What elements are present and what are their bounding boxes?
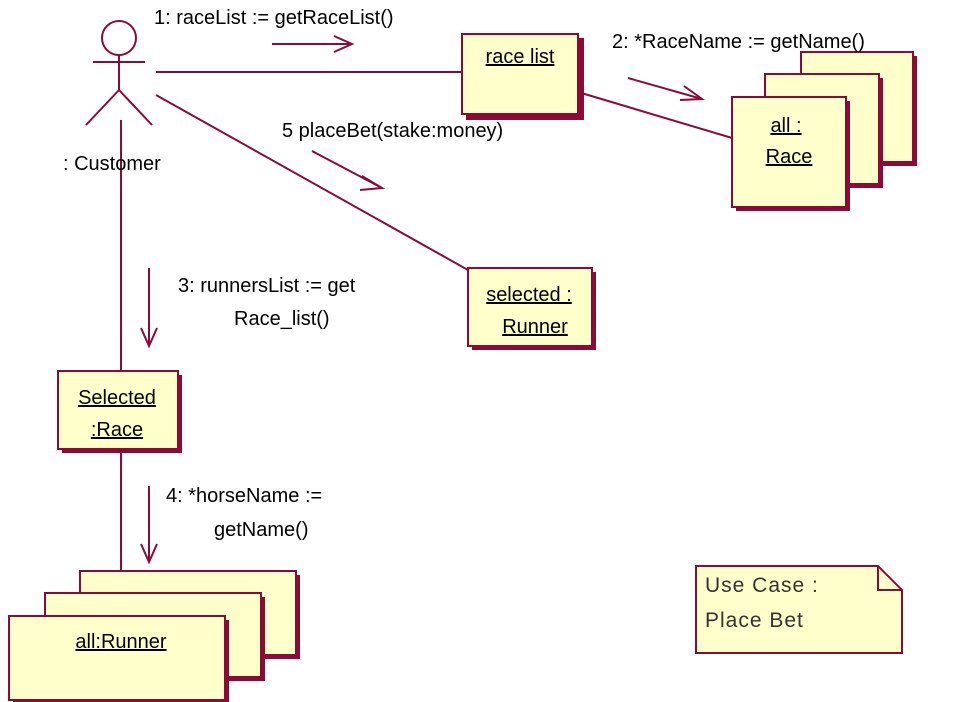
all-runner-multiobject[interactable]: all:Runner bbox=[8, 570, 300, 702]
all-runner-label: all:Runner bbox=[75, 631, 167, 653]
message-3-line1: 3: runnersList := get bbox=[178, 275, 356, 297]
actor-head bbox=[101, 20, 137, 56]
selected-runner-line1: selected : bbox=[486, 284, 572, 306]
message-2-arrow bbox=[627, 77, 705, 101]
selected-race-line2: :Race bbox=[91, 419, 143, 441]
actor-left-leg bbox=[85, 89, 120, 126]
selected-race-line1: Selected bbox=[78, 387, 156, 409]
message-4-line1: 4: *horseName := bbox=[166, 485, 322, 507]
message-1-arrow bbox=[272, 35, 355, 53]
message-5-arrow bbox=[311, 150, 386, 191]
message-3-line2: Race_list() bbox=[234, 308, 330, 330]
note-line1: Use Case : bbox=[705, 574, 819, 597]
link-customer-selectedrunner bbox=[155, 94, 469, 271]
message-3-arrow bbox=[140, 268, 158, 349]
use-case-note[interactable]: Use Case : Place Bet bbox=[695, 565, 903, 654]
all-race-multiobject[interactable]: all : Race bbox=[731, 51, 917, 211]
link-racelist-allrace bbox=[577, 91, 733, 139]
race-list-object[interactable]: race list bbox=[461, 33, 584, 120]
all-race-line1: all : bbox=[770, 115, 801, 137]
actor-right-leg bbox=[118, 89, 153, 126]
all-race-line2: Race bbox=[766, 146, 813, 168]
selected-runner-line2: Runner bbox=[502, 316, 568, 338]
message-4-line2: getName() bbox=[214, 519, 308, 541]
note-line2: Place Bet bbox=[705, 609, 804, 632]
race-list-label: race list bbox=[486, 46, 555, 68]
customer-actor[interactable] bbox=[85, 20, 153, 126]
message-4-arrow bbox=[140, 486, 158, 565]
customer-label: : Customer bbox=[63, 153, 161, 175]
selected-runner-object[interactable]: selected : Runner bbox=[467, 267, 596, 350]
message-2-label: 2: *RaceName := getName() bbox=[612, 31, 865, 53]
selected-race-object[interactable]: Selected :Race bbox=[57, 370, 182, 453]
message-1-label: 1: raceList := getRaceList() bbox=[154, 7, 394, 29]
message-5-label: 5 placeBet(stake:money) bbox=[282, 120, 503, 142]
